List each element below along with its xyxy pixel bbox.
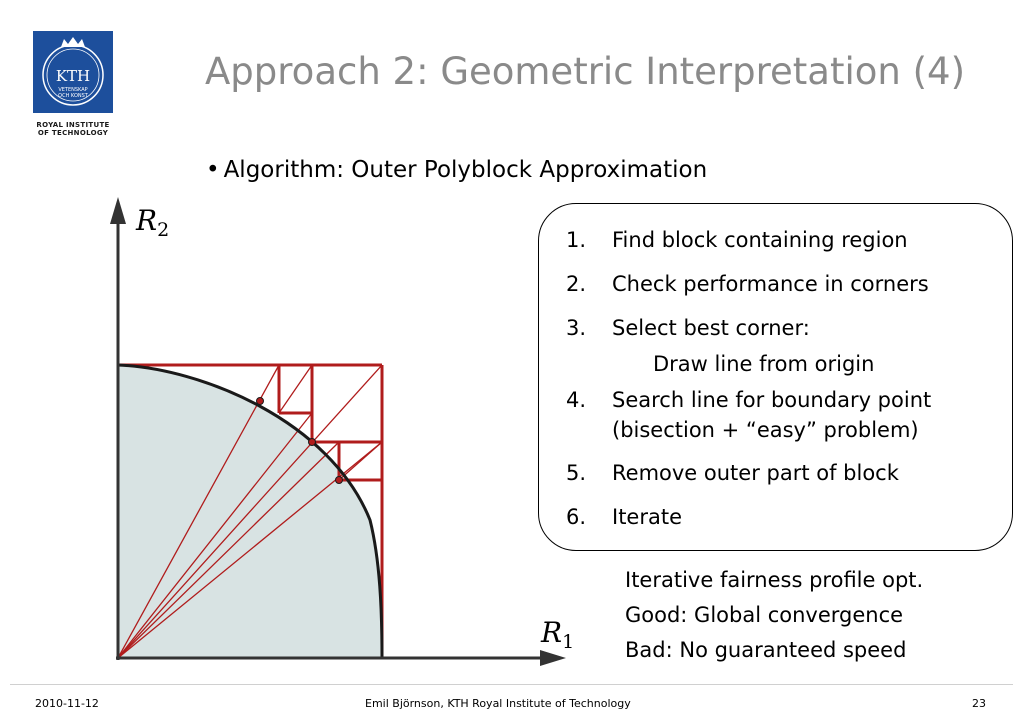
logo-text: KTH xyxy=(56,67,90,85)
footer-author: Emil Björnson, KTH Royal Institute of Te… xyxy=(365,697,631,710)
step-text: Remove outer part of block xyxy=(612,461,899,485)
step-number: 1. xyxy=(566,228,587,252)
boundary-point-3 xyxy=(335,476,343,484)
step-text: Select best corner: xyxy=(612,316,810,340)
step-number: 4. xyxy=(566,388,587,412)
x-axis-label: R1 xyxy=(540,616,574,653)
step-text: Iterate xyxy=(612,505,683,529)
kth-crest-icon: KTH VETENSKAP OCH KONST xyxy=(42,37,104,106)
boundary-points xyxy=(256,397,343,484)
step-text: Check performance in corners xyxy=(612,272,929,296)
step-text: Search line for boundary point xyxy=(612,388,932,412)
kth-logo: KTH VETENSKAP OCH KONST xyxy=(33,31,113,113)
step-number: 6. xyxy=(566,505,587,529)
footer-page-number: 23 xyxy=(972,697,986,710)
note-bad: Bad: No guaranteed speed xyxy=(625,638,907,662)
step-text: Draw line from origin xyxy=(653,352,875,376)
boundary-point-1 xyxy=(256,397,264,405)
step-text: Find block containing region xyxy=(612,228,908,252)
ray-5 xyxy=(117,441,340,659)
footer-date: 2010-11-12 xyxy=(35,697,99,710)
ray-1 xyxy=(117,364,383,659)
bullet-item: •Algorithm: Outer Polyblock Approximatio… xyxy=(206,157,707,183)
logo-caption: ROYAL INSTITUTE OF TECHNOLOGY xyxy=(24,121,122,137)
note-fairness: Iterative fairness profile opt. xyxy=(625,568,924,592)
logo-sub2: OCH KONST xyxy=(58,93,89,99)
ray-3 xyxy=(117,412,313,659)
step-number: 2. xyxy=(566,272,587,296)
algorithm-steps-box xyxy=(538,203,1013,551)
step-number: 5. xyxy=(566,461,587,485)
note-good: Good: Global convergence xyxy=(625,603,904,627)
block-diagonal-1 xyxy=(278,364,313,414)
y-axis-arrow-icon xyxy=(110,197,126,224)
step-text: (bisection + “easy” problem) xyxy=(612,418,919,442)
logo-caption-line2: OF TECHNOLOGY xyxy=(37,129,109,137)
pareto-boundary xyxy=(117,363,384,659)
logo-sub1: VETENSKAP xyxy=(58,87,87,93)
x-axis-arrow-icon xyxy=(540,650,566,666)
ray-2 xyxy=(117,364,280,659)
bullet-text: Algorithm: Outer Polyblock Approximation xyxy=(223,157,708,183)
footer-divider xyxy=(10,684,1013,685)
boundary-point-2 xyxy=(308,438,316,446)
y-axis-label: R2 xyxy=(135,204,169,241)
bullet-dot: • xyxy=(206,157,220,183)
logo-caption-line1: ROYAL INSTITUTE xyxy=(36,121,110,129)
slide-title: Approach 2: Geometric Interpretation (4) xyxy=(205,50,966,93)
step-number: 3. xyxy=(566,316,587,340)
block-diagonal-2 xyxy=(338,441,383,481)
axes xyxy=(116,215,548,660)
block-diagonals xyxy=(278,364,383,481)
